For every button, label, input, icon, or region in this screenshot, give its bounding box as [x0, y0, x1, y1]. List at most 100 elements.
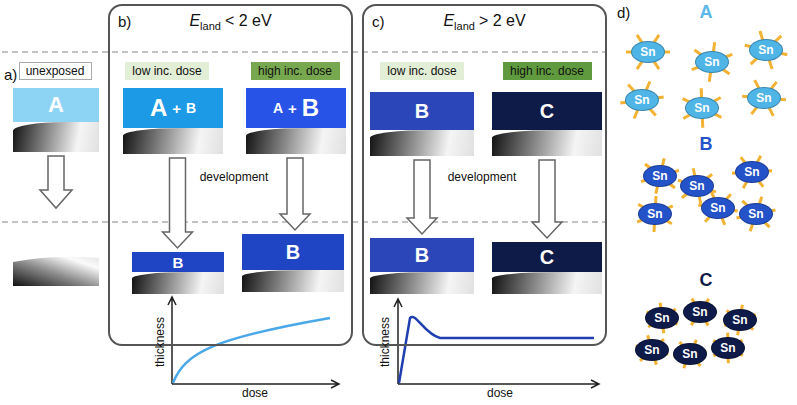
atom-label: Sn: [692, 305, 707, 319]
atom-label: Sn: [640, 45, 655, 59]
resist-film: C: [492, 92, 602, 156]
label: A: [700, 2, 713, 23]
tin-atom: Sn: [631, 41, 665, 63]
substrate: [132, 272, 224, 294]
development-arrow: [407, 160, 437, 234]
label: a): [4, 66, 17, 83]
tag-text: low inc. dose: [387, 64, 456, 78]
energy-symbol: E: [443, 12, 454, 29]
film-layer: B: [370, 238, 474, 272]
film-label: A: [273, 101, 283, 115]
thickness-curve: [173, 318, 330, 383]
atom-label: Sn: [756, 91, 771, 105]
film-layer: B: [132, 252, 224, 272]
resist-film: A+B: [123, 88, 223, 154]
substrate: [13, 122, 99, 152]
development-arrow: [280, 158, 310, 230]
atom-label: Sn: [704, 55, 719, 69]
thickness-curve: [399, 317, 594, 383]
tin-atom: Sn: [645, 307, 679, 329]
substrate: [123, 128, 223, 154]
energy-subscript: land: [200, 20, 221, 32]
resist-film: A+B: [246, 88, 346, 154]
atom-label: Sn: [654, 311, 669, 325]
energy-symbol: E: [189, 12, 200, 29]
atom-label: Sn: [634, 93, 649, 107]
label: C: [700, 270, 713, 291]
tin-atom: Sn: [749, 39, 783, 61]
label: thickness: [154, 317, 168, 367]
substrate: [246, 128, 346, 154]
atom-label: Sn: [644, 343, 659, 357]
tin-atom: Sn: [680, 175, 714, 197]
divider-line: [2, 51, 606, 52]
film-label: A: [48, 94, 64, 116]
substrate: [370, 272, 474, 294]
resist-film: B: [370, 238, 474, 294]
atom-label: Sn: [744, 165, 759, 179]
film-layer: A+B: [246, 88, 346, 128]
film-label: B: [286, 242, 300, 262]
resist-film: B: [370, 92, 474, 156]
film-label: B: [415, 101, 429, 121]
ligand-spokes: [620, 31, 787, 368]
resist-film: A: [13, 88, 99, 152]
atom-label: Sn: [694, 101, 709, 115]
tin-atom: Sn: [683, 301, 717, 323]
film-layer: A+B: [123, 88, 223, 128]
development-arrow: [532, 160, 562, 238]
film-layer: A: [13, 88, 99, 122]
tin-atom: Sn: [673, 343, 707, 365]
film-label: +: [288, 101, 297, 116]
resist-film: B: [242, 234, 344, 292]
label: d): [617, 4, 630, 21]
atom-label: Sn: [758, 43, 773, 57]
substrate: [370, 130, 474, 156]
resist-film: B: [132, 252, 224, 294]
atom-label: Sn: [652, 169, 667, 183]
film-label: B: [415, 245, 429, 265]
atom-label: Sn: [682, 347, 697, 361]
tin-atom: Sn: [638, 203, 672, 225]
dose-tag: low inc. dose: [380, 62, 464, 80]
energy-value: < 2 eV: [225, 12, 272, 29]
tin-atom: Sn: [711, 337, 745, 359]
atom-label: Sn: [732, 313, 747, 327]
panel-heading: Eland> 2 eV: [364, 12, 605, 32]
film-layer: C: [492, 242, 602, 272]
substrate: [492, 130, 602, 156]
process-arrow: [40, 156, 72, 208]
film-label: B: [186, 101, 196, 115]
resist-film: C: [492, 242, 602, 294]
tin-atom: Sn: [643, 165, 677, 187]
panel-letter: c): [372, 13, 385, 30]
atom-label: Sn: [689, 179, 704, 193]
dose-tag: low inc. dose: [125, 62, 209, 80]
label: B: [700, 134, 713, 155]
tin-atom: Sn: [723, 309, 757, 331]
energy-value: > 2 eV: [479, 12, 526, 29]
film-label: A: [150, 96, 167, 120]
film-layer: B: [370, 92, 474, 130]
development-arrow: [163, 158, 193, 248]
dose-tag: high inc. dose: [251, 62, 340, 80]
label: dose: [487, 387, 513, 401]
label: thickness: [379, 317, 393, 367]
graph-axes: [168, 297, 599, 388]
atom-label: Sn: [647, 207, 662, 221]
tag-text: unexposed: [26, 64, 85, 78]
film-label: B: [173, 255, 184, 270]
panel-heading: Eland < 2 eV: [110, 12, 351, 32]
state-tag: unexposed: [19, 62, 92, 80]
atom-label: Sn: [720, 341, 735, 355]
tin-atom: Sn: [695, 51, 729, 73]
tin-atom: Sn: [625, 89, 659, 111]
label: dose: [242, 387, 268, 401]
tag-text: high inc. dose: [258, 64, 332, 78]
panel-letter: b): [118, 13, 131, 30]
tag-text: low inc. dose: [132, 64, 201, 78]
label: development: [448, 171, 517, 185]
tin-atom: Sn: [739, 203, 773, 225]
film-layer: B: [242, 234, 344, 270]
